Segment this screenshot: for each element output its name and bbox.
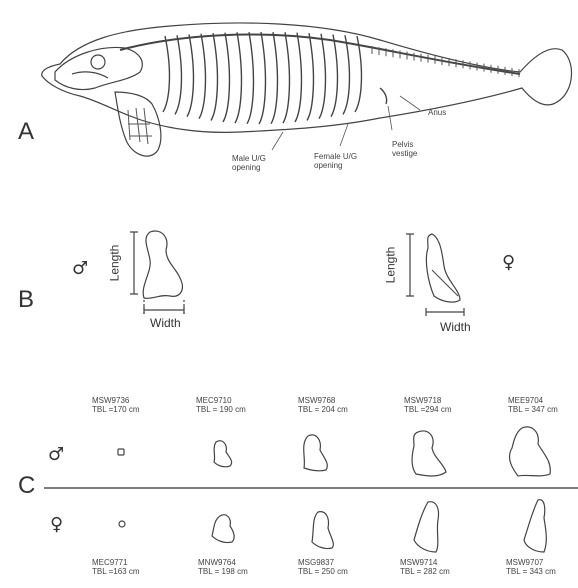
body-outline: [42, 23, 572, 132]
rib: [331, 34, 337, 116]
male-bone-4: [412, 431, 446, 476]
rib: [163, 36, 169, 112]
female-length-bracket: [406, 234, 414, 296]
female-bone-3: [312, 512, 333, 549]
label-female-opening-2: opening: [314, 161, 342, 170]
female-bone-1: [119, 521, 125, 527]
female-length-label: Length: [383, 247, 397, 284]
male-id-2: MEC9710: [196, 396, 232, 405]
female-id-2: MNW9764: [198, 558, 236, 567]
female-bone-outline-b: [426, 234, 460, 302]
female-symbol-b: ♀: [502, 252, 515, 273]
rib: [247, 32, 253, 124]
male-bone-5: [510, 427, 551, 476]
label-pelvis-2: vestige: [392, 149, 417, 158]
rib: [319, 34, 325, 119]
male-tbl-3: TBL = 204 cm: [298, 405, 348, 414]
label-pelvis-1: Pelvis: [392, 140, 413, 149]
male-id-3: MSW9768: [298, 396, 335, 405]
female-tbl-1: TBL =163 cm: [92, 567, 140, 576]
male-id-4: MSW9718: [404, 396, 441, 405]
label-male-opening-2: opening: [232, 163, 260, 172]
rib: [199, 34, 205, 119]
male-tbl-4: TBL =294 cm: [404, 405, 452, 414]
rib: [235, 32, 241, 123]
female-id-4: MSW9714: [400, 558, 437, 567]
female-bone-5: [524, 500, 546, 552]
female-bone-2: [212, 515, 234, 543]
rib: [295, 33, 301, 122]
label-female-opening-1: Female U/G: [314, 152, 357, 161]
label-anus: Anus: [428, 108, 446, 117]
female-tbl-2: TBL = 198 cm: [198, 567, 248, 576]
rib: [283, 32, 289, 123]
male-bone-outline-b: [143, 231, 182, 298]
female-width-label: Width: [440, 320, 471, 334]
male-bone-3: [304, 435, 328, 471]
male-bone-1: [118, 449, 124, 455]
male-id-1: MSW9736: [92, 396, 129, 405]
female-id-1: MEC9771: [92, 558, 128, 567]
panel-label-a: A: [18, 118, 34, 146]
rib: [307, 33, 313, 120]
female-id-5: MSW9707: [506, 558, 543, 567]
female-id-3: MSG9837: [298, 558, 334, 567]
male-width-bracket: [144, 306, 184, 314]
female-tbl-3: TBL = 250 cm: [298, 567, 348, 576]
rib: [175, 35, 181, 114]
ribs: [163, 32, 361, 124]
rib: [211, 33, 217, 120]
male-tbl-5: TBL = 347 cm: [508, 405, 558, 414]
female-width-bracket: [426, 308, 464, 316]
male-length-bracket: [130, 232, 138, 294]
male-symbol-b: ♂: [72, 258, 88, 279]
female-bone-4: [414, 502, 439, 552]
panel-label-c: C: [18, 472, 35, 500]
male-bone-2: [214, 441, 232, 467]
male-tbl-2: TBL = 190 cm: [196, 405, 246, 414]
male-id-5: MEE9704: [508, 396, 543, 405]
rib: [223, 33, 229, 122]
rib: [187, 34, 193, 116]
rib: [343, 35, 349, 114]
male-length-label: Length: [107, 245, 121, 282]
male-width-label: Width: [150, 316, 181, 330]
label-male-opening-1: Male U/G: [232, 154, 266, 163]
female-tbl-5: TBL = 343 cm: [506, 567, 556, 576]
female-row-symbol: ♀: [50, 514, 63, 535]
rib: [355, 36, 361, 112]
rib: [259, 32, 265, 124]
rib: [271, 32, 277, 124]
female-tbl-4: TBL = 282 cm: [400, 567, 450, 576]
male-row-symbol: ♂: [48, 444, 64, 465]
male-tbl-1: TBL =170 cm: [92, 405, 140, 414]
panel-label-b: B: [18, 286, 34, 314]
